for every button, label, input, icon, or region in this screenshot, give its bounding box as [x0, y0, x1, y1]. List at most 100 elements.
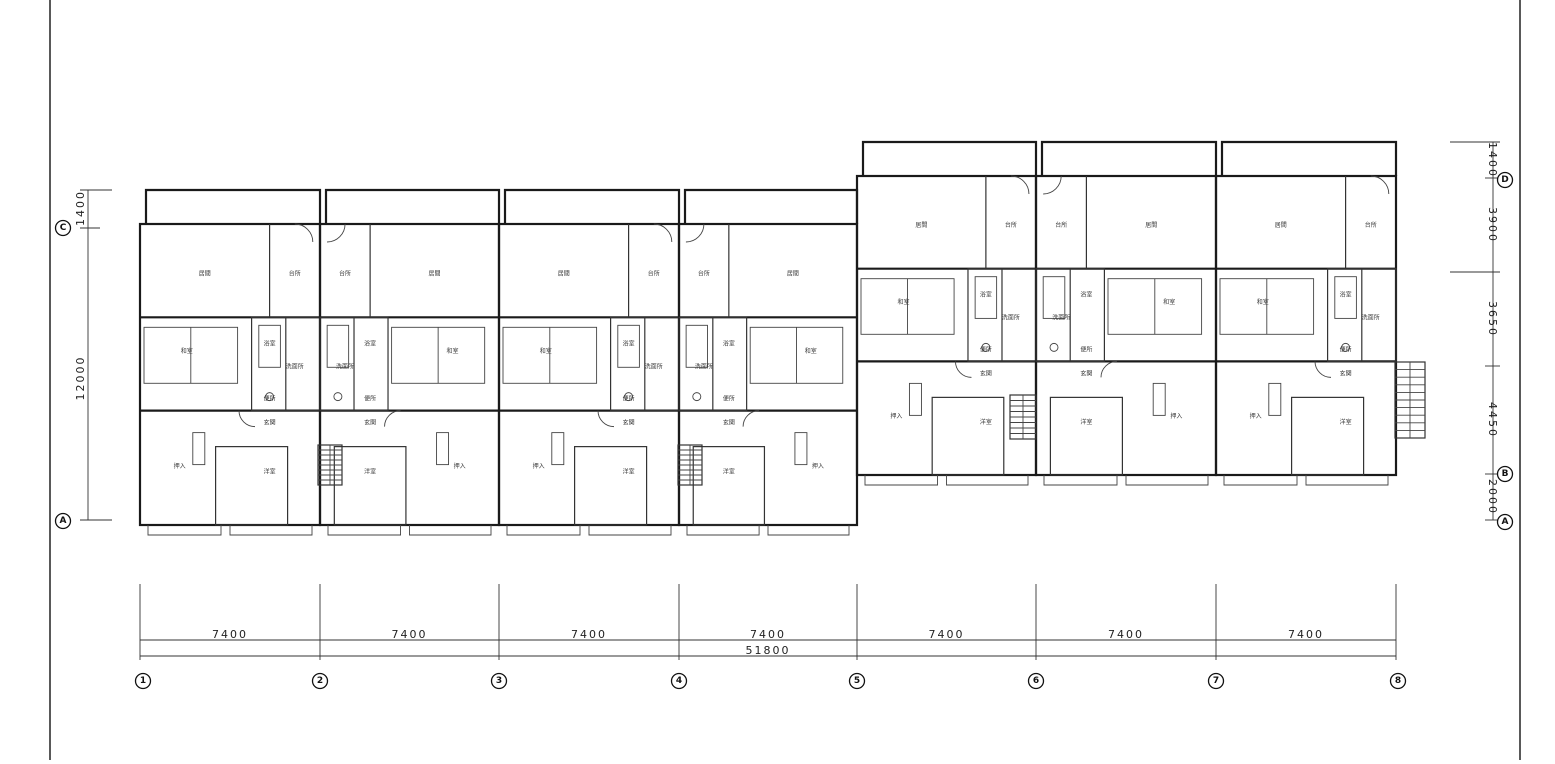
room-label: 洗面所 — [286, 363, 304, 371]
room-label: 浴室 — [723, 339, 735, 347]
room-label: 台所 — [1365, 221, 1377, 229]
grid-axis-left-bubble: C — [54, 219, 72, 237]
room-label: 台所 — [289, 269, 301, 277]
stairs — [317, 361, 1426, 486]
room-label: 和室 — [181, 347, 193, 355]
grid-axis-x-bubble: 3 — [490, 672, 508, 690]
room-label: 和室 — [1163, 298, 1175, 306]
svg-text:6: 6 — [1033, 676, 1039, 686]
unit-outline — [138, 222, 322, 527]
room-label: 居間 — [1275, 222, 1287, 229]
room-label: 居間 — [199, 270, 211, 277]
grid-axis-x-bubble: 8 — [1389, 672, 1407, 690]
balcony — [503, 188, 681, 224]
stair — [1394, 361, 1426, 439]
room-label: 押入 — [454, 462, 466, 470]
grid-axis-x-bubble: 7 — [1207, 672, 1225, 690]
total-dimension-label: 51800 — [746, 644, 791, 657]
svg-text:7: 7 — [1213, 676, 1219, 686]
dwelling-unit: 居間台所和室洋室押入浴室洗面所便所玄関 — [497, 188, 681, 536]
grid-axis-x-bubble: 2 — [311, 672, 329, 690]
dwelling-unit: 居間台所和室洋室押入浴室洗面所便所玄関 — [1214, 140, 1398, 486]
unit-outline — [318, 222, 501, 527]
room-label: 玄関 — [723, 419, 735, 427]
svg-text:B: B — [1502, 469, 1509, 479]
svg-text:A: A — [1502, 517, 1509, 527]
room-label: 洗面所 — [645, 363, 663, 371]
room-label: 和室 — [898, 298, 910, 306]
room-label: 台所 — [1055, 221, 1067, 229]
room-label: 和室 — [540, 347, 552, 355]
room-label: 便所 — [980, 345, 992, 353]
room-label: 玄関 — [264, 419, 276, 427]
room-label: 浴室 — [623, 339, 635, 347]
balcony — [683, 188, 859, 224]
bay-dimension-label: 7400 — [1288, 628, 1324, 641]
unit-outline — [677, 222, 859, 527]
bay-dimension-label: 7400 — [750, 628, 786, 641]
room-label: 洗面所 — [1052, 314, 1070, 322]
left-dimension-1: 1400 — [74, 190, 87, 226]
room-label: 洗面所 — [336, 363, 354, 371]
room-label: 和室 — [805, 347, 817, 355]
svg-text:5: 5 — [854, 676, 860, 686]
svg-text:1: 1 — [140, 676, 146, 686]
unit-outline — [855, 174, 1038, 477]
room-label: 玄関 — [364, 419, 376, 427]
left-dimension-2: 12000 — [74, 356, 87, 401]
room-label: 便所 — [623, 395, 635, 403]
right-dimension-4: 4450 — [1486, 402, 1499, 438]
svg-text:D: D — [1501, 175, 1508, 185]
dwelling-unit: 居間台所和室洋室押入浴室洗面所便所玄関 — [855, 140, 1038, 486]
room-label: 台所 — [648, 269, 660, 277]
room-label: 押入 — [533, 462, 545, 470]
grid-axis-x-bubble: 4 — [670, 672, 688, 690]
svg-text:A: A — [60, 516, 67, 526]
unit-outline — [1214, 174, 1398, 477]
room-label: 居間 — [429, 270, 441, 277]
room-label: 玄関 — [980, 369, 992, 377]
room-label: 洋室 — [1340, 418, 1352, 426]
room-label: 押入 — [812, 462, 824, 470]
stair — [317, 444, 343, 486]
unit-outline — [497, 222, 681, 527]
left-vertical-dimension: 1400 12000 — [74, 189, 112, 521]
right-dimension-5: 2000 — [1486, 479, 1499, 515]
bay-dimension-label: 7400 — [212, 628, 248, 641]
svg-text:3: 3 — [496, 676, 502, 686]
bay-dimension-label: 7400 — [571, 628, 607, 641]
room-label: 洋室 — [623, 468, 635, 476]
grid-axis-x-bubble: 6 — [1027, 672, 1045, 690]
room-label: 洋室 — [264, 468, 276, 476]
room-label: 玄関 — [623, 419, 635, 427]
right-dimension-3: 3650 — [1486, 301, 1499, 337]
right-dimension-2: 3900 — [1486, 207, 1499, 243]
bay-dimension-label: 7400 — [929, 628, 965, 641]
room-label: 押入 — [1170, 412, 1182, 420]
svg-text:C: C — [60, 223, 67, 233]
room-label: 便所 — [1080, 345, 1092, 353]
room-label: 浴室 — [364, 339, 376, 347]
room-label: 浴室 — [980, 290, 992, 298]
room-label: 洋室 — [364, 468, 376, 476]
grid-axis-left-bubble: A — [54, 512, 72, 530]
room-label: 洗面所 — [1362, 314, 1380, 322]
room-label: 和室 — [446, 347, 458, 355]
room-label: 洋室 — [980, 418, 992, 426]
grid-axis-right-bubble: D — [1496, 171, 1514, 189]
bay-dimension-label: 7400 — [392, 628, 428, 641]
dwelling-unit: 居間台所和室洋室押入浴室洗面所便所玄関 — [138, 188, 322, 536]
right-vertical-dimension: 1400 3900 3650 4450 2000 — [1450, 141, 1500, 521]
room-label: 玄関 — [1080, 369, 1092, 377]
room-label: 便所 — [364, 395, 376, 403]
room-label: 洗面所 — [1002, 314, 1020, 322]
room-label: 台所 — [698, 269, 710, 277]
svg-text:2: 2 — [317, 676, 323, 686]
room-label: 浴室 — [1340, 290, 1352, 298]
room-label: 居間 — [787, 270, 799, 277]
stair — [677, 444, 703, 486]
